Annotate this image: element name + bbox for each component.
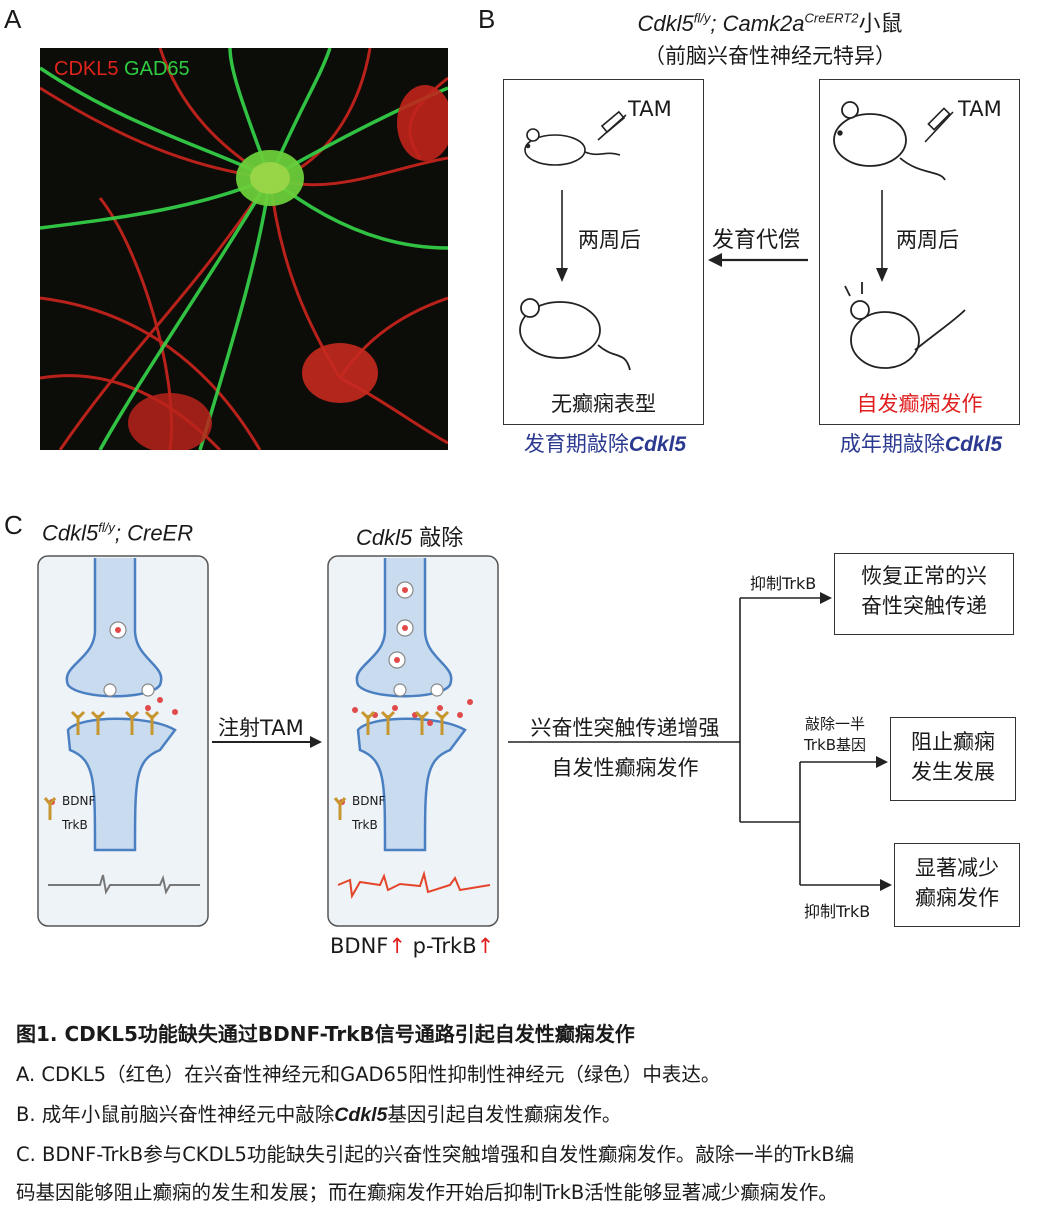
knockout-title: Cdkl5 敲除: [356, 520, 463, 552]
dev-gene: Cdkl5: [628, 433, 687, 456]
branch3-label: 抑制TrkB: [804, 902, 871, 921]
bdnf-text: BDNF: [330, 934, 389, 958]
dev-prefix: 发育期敲除: [523, 432, 629, 456]
branch2-line2: TrkB基因: [803, 736, 867, 754]
branch2-line1: 敲除一半: [804, 715, 865, 733]
caption-b-suffix: 基因引起自发性癫痫发作。: [387, 1103, 622, 1126]
tam-label-right: TAM: [958, 97, 1002, 121]
panel-b-title: Cdkl5fl/y; Camk2aCreERT2小鼠: [560, 6, 980, 38]
label-cdkl5: CDKL5: [54, 58, 119, 80]
developmental-compensation-label: 发育代偿: [712, 228, 801, 253]
caption-line-c2: 码基因能够阻止癫痫的发生和发展；而在癫痫发作开始后抑制TrkB活性能够显著减少癫…: [16, 1181, 838, 1204]
up-arrow-icon: ↑: [476, 934, 495, 958]
caption-b-gene: Cdkl5: [334, 1104, 388, 1126]
adult-prefix: 成年期敲除: [839, 432, 945, 456]
adult-knockout-caption: 成年期敲除Cdkl5: [806, 428, 1036, 458]
inject-tam-label: 注射TAM: [218, 716, 304, 740]
two-weeks-right: 两周后: [896, 228, 959, 252]
spontaneous-seizure-label: 自发性癫痫发作: [551, 756, 699, 780]
panel-b-drawing: [519, 101, 966, 371]
figure-caption-title: 图1. CDKL5功能缺失通过BDNF-TrkB信号通路引起自发性癫痫发作: [16, 1022, 635, 1046]
caption-line-c1: C. BDNF-TrkB参与CKDL5功能缺失引起的兴奋性突触增强和自发性癫痫发…: [16, 1143, 855, 1166]
legend-trkb-left: TrkB: [62, 818, 88, 832]
adult-gene: Cdkl5: [944, 433, 1003, 456]
spontaneous-seizure-phenotype: 自发癫痫发作: [856, 392, 983, 416]
branch2-result-box: 阻止癫痫 发生发展: [890, 717, 1016, 801]
branch2-result-line2: 发生发展: [911, 760, 995, 784]
panel-c-letter: C: [4, 510, 23, 540]
branch2-result-line1: 阻止癫痫: [911, 730, 995, 754]
small-mouse-icon: [524, 128, 621, 166]
branch2-label: 敲除一半 TrkB基因: [790, 713, 880, 755]
adult-mouse-icon: [833, 101, 946, 181]
syringe-icon-right: [924, 107, 954, 143]
neuron-micrograph: CDKL5 GAD65: [40, 48, 448, 450]
branch3-result-box: 显著减少 癫痫发作: [894, 843, 1020, 927]
micrograph-image: [40, 48, 448, 450]
seizing-mouse-icon: [844, 282, 966, 369]
panel-a-letter: A: [4, 4, 22, 34]
ptrkb-text: p-TrkB: [412, 934, 477, 958]
panel-c-drawing: [37, 555, 892, 927]
branch3-result-line2: 癫痫发作: [915, 886, 999, 910]
ctrl-rest: ; CreER: [114, 520, 194, 546]
micrograph-labels: CDKL5 GAD65: [54, 58, 190, 81]
caption-b-prefix: B. 成年小鼠前脑兴奋性神经元中敲除: [16, 1103, 335, 1126]
legend-bdnf-right: BDNF: [352, 794, 386, 808]
syringe-icon-left: [597, 110, 627, 141]
control-title: Cdkl5fl/y; CreER: [42, 520, 193, 546]
up-arrow-icon: ↑: [388, 934, 406, 958]
title-mid: ; Camk2a: [710, 11, 805, 36]
panel-b-letter: B: [478, 4, 496, 34]
title-gene: Cdkl5: [637, 11, 694, 36]
two-weeks-left: 两周后: [578, 228, 641, 252]
ctrl-sup: fl/y: [98, 520, 115, 535]
title-sup1: fl/y: [693, 10, 711, 26]
title-tail: 小鼠: [858, 12, 903, 37]
bottom-change-label: BDNF↑ p-TrkB↑: [330, 934, 494, 958]
legend-trkb-right: TrkB: [352, 818, 378, 832]
branch3-result-line1: 显著减少: [915, 856, 999, 880]
caption-line-a: A. CDKL5（红色）在兴奋性神经元和GAD65阳性抑制性神经元（绿色）中表达…: [16, 1063, 721, 1086]
panel-b-subtitle: （前脑兴奋性神经元特异）: [644, 44, 896, 68]
label-gad65: GAD65: [124, 58, 190, 80]
caption-line-b: B. 成年小鼠前脑兴奋性神经元中敲除Cdkl5基因引起自发性癫痫发作。: [16, 1098, 621, 1127]
enhanced-transmission-label: 兴奋性突触传递增强: [530, 716, 720, 740]
title-sup2: CreERT2: [804, 10, 859, 26]
tam-label-left: TAM: [628, 97, 672, 121]
legend-bdnf-left: BDNF: [62, 794, 96, 808]
branch1-line1: 恢复正常的兴: [861, 564, 987, 588]
ko-gene: Cdkl5: [356, 525, 413, 550]
ctrl-gene: Cdkl5: [42, 520, 99, 546]
branch1-result-box: 恢复正常的兴 奋性突触传递: [834, 553, 1014, 635]
no-seizure-phenotype: 无癫痫表型: [551, 392, 656, 416]
developmental-knockout-caption: 发育期敲除Cdkl5: [490, 428, 720, 458]
calm-mouse-icon: [519, 298, 631, 371]
branch1-label: 抑制TrkB: [750, 574, 817, 593]
ko-rest: 敲除: [412, 526, 464, 551]
branch1-line2: 奋性突触传递: [861, 594, 987, 618]
